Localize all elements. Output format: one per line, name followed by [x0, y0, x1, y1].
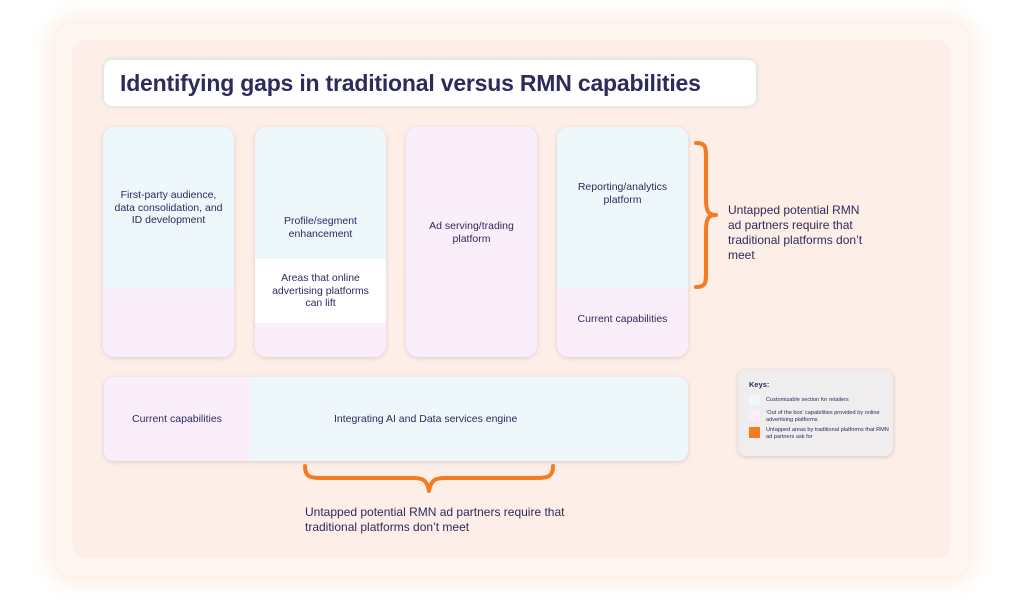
key-item-out-of-box: ‘Out of the box’ capabilities provided b… [749, 410, 884, 425]
bottom-card-right-label: Integrating AI and Data services engine [334, 413, 518, 425]
bottom-callout-text: Untapped potential RMN ad partners requi… [305, 505, 565, 534]
bottom-card-left-label: Current capabilities [132, 413, 222, 425]
card-section-customizable: Reporting/analytics platform [557, 127, 688, 289]
card-label: Ad serving/trading platform [429, 220, 514, 245]
title-box: Identifying gaps in traditional versus R… [104, 60, 756, 106]
bottom-curly-bracket [303, 464, 555, 493]
card-label: Reporting/analytics platform [577, 181, 668, 206]
key-item-customizable: Customizable section for retailers [749, 395, 896, 406]
keys-legend: Keys: Customizable section for retailers… [738, 370, 893, 456]
swatch-light-pink [749, 410, 760, 421]
right-curly-bracket [694, 141, 718, 289]
swatch-light-blue [749, 395, 760, 406]
card-section-out-of-box [103, 289, 234, 357]
key-item-untapped: Untapped areas by traditional platforms … [749, 427, 894, 442]
card-label: Current capabilities [577, 312, 668, 325]
diagram-title: Identifying gaps in traditional versus R… [120, 69, 701, 96]
card-section-out-of-box: Ad serving/trading platform [406, 127, 537, 339]
bottom-card-current: Current capabilities [104, 377, 250, 461]
card-label: Areas that online advertising platforms … [272, 271, 369, 310]
card-section-customizable: First-party audience, data consolidation… [103, 127, 234, 289]
card-reporting-analytics: Reporting/analytics platform Current cap… [557, 127, 688, 357]
swatch-orange [749, 427, 760, 438]
card-section-lift: Areas that online advertising platforms … [255, 259, 386, 323]
card-section-customizable: Profile/segment enhancement [255, 127, 386, 259]
card-profile-segment: Profile/segment enhancement Areas that o… [255, 127, 386, 357]
bottom-card-ai-data: Current capabilities Integrating AI and … [104, 377, 688, 461]
key-label: ‘Out of the box’ capabilities provided b… [766, 410, 880, 424]
keys-title: Keys: [749, 380, 770, 389]
card-section-current: Current capabilities [557, 289, 688, 357]
card-section-out-of-box [255, 323, 386, 357]
card-ad-serving: Ad serving/trading platform [406, 127, 537, 357]
right-callout-text: Untapped potential RMN ad partners requi… [728, 203, 863, 262]
card-label: Profile/segment enhancement [284, 215, 357, 240]
key-label: Untapped areas by traditional platforms … [766, 427, 889, 441]
card-first-party-audience: First-party audience, data consolidation… [103, 127, 234, 357]
card-label: First-party audience, data consolidation… [114, 188, 223, 227]
key-label: Customizable section for retailers [766, 397, 849, 403]
bottom-card-engine: Integrating AI and Data services engine [250, 377, 688, 461]
